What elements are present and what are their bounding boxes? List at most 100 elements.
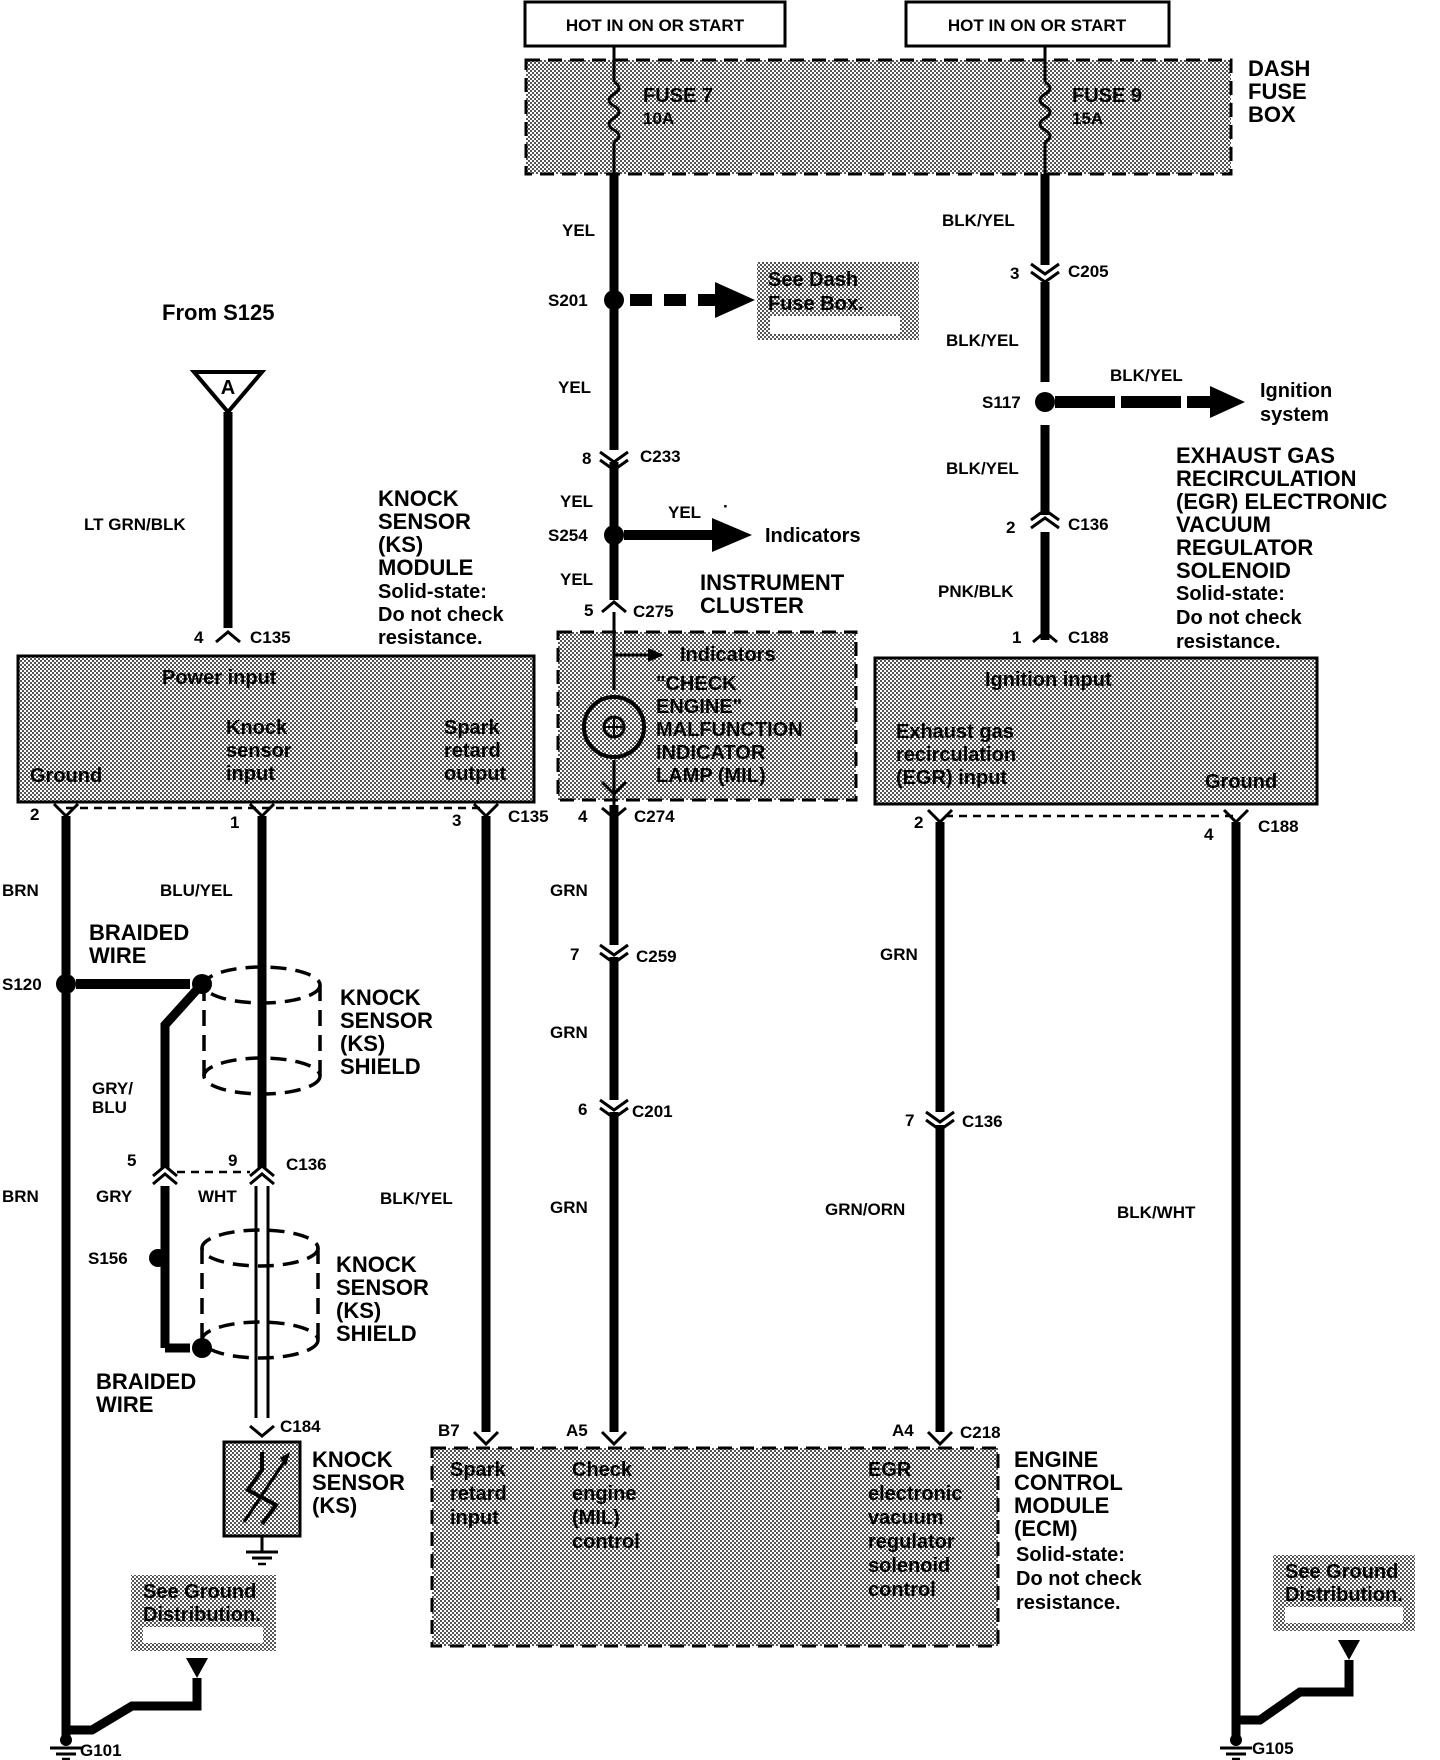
svg-text:(KS): (KS) [312, 1493, 357, 1518]
ks-module-box: Power input Knock sensor input Spark ret… [16, 654, 536, 804]
svg-text:MODULE: MODULE [1014, 1493, 1109, 1518]
svg-text:C136: C136 [962, 1112, 1003, 1131]
connector-c188: 1 C188 [1012, 628, 1109, 647]
wire-label-blk-yel: BLK/YEL [380, 1189, 453, 1208]
svg-text:BLK/YEL: BLK/YEL [1110, 366, 1183, 385]
shielded-wires-lower [160, 1186, 270, 1418]
svg-text:6: 6 [578, 1100, 587, 1119]
svg-text:C188: C188 [1068, 628, 1109, 647]
wire-label-wht: WHT [198, 1187, 237, 1206]
svg-text:regulator: regulator [868, 1531, 955, 1553]
svg-text:S117: S117 [982, 393, 1021, 412]
svg-text:5: 5 [127, 1151, 136, 1170]
svg-text:output: output [444, 763, 507, 785]
svg-text:Fuse Box.: Fuse Box. [768, 293, 864, 315]
wire-label-blk-wht: BLK/WHT [1117, 1203, 1196, 1222]
svg-text:2: 2 [1006, 518, 1015, 537]
svg-text:SENSOR: SENSOR [336, 1275, 429, 1300]
svg-text:KNOCK: KNOCK [336, 1252, 417, 1277]
connector-c136: 2 C136 [1006, 508, 1109, 537]
svg-text:15A: 15A [1072, 109, 1103, 128]
svg-text:FUSE: FUSE [1248, 79, 1307, 104]
egr-solenoid-box: Ignition input Exhaust gas recirculation… [873, 656, 1319, 806]
see-dash-fuse-box-note[interactable]: See Dash Fuse Box. [757, 262, 919, 340]
svg-text:BLU: BLU [92, 1098, 127, 1117]
ground-g101: G101 [50, 1658, 208, 1760]
svg-text:Ignition: Ignition [1260, 380, 1332, 402]
connector-c275: 5 C275 [584, 600, 674, 621]
svg-text:Indicators: Indicators [680, 644, 776, 666]
svg-text:recirculation: recirculation [896, 744, 1016, 766]
svg-text:retard: retard [444, 740, 501, 762]
mil-box: Indicators "CHECK ENGINE" MALFUNCTION IN… [556, 612, 858, 805]
svg-text:SOLENOID: SOLENOID [1176, 558, 1291, 583]
svg-text:Check: Check [572, 1459, 633, 1481]
svg-text:SHIELD: SHIELD [340, 1054, 421, 1079]
svg-text:ENGINE: ENGINE [1014, 1447, 1098, 1472]
connector-c205: 3 C205 [1010, 262, 1109, 284]
svg-text:WIRE: WIRE [96, 1392, 153, 1417]
wire-label-yel: YEL [560, 492, 593, 511]
svg-text:A5: A5 [566, 1421, 588, 1440]
svg-text:Distribution.: Distribution. [143, 1604, 261, 1626]
knock-sensor-label: KNOCK SENSOR (KS) [312, 1447, 405, 1518]
svg-text:S120: S120 [2, 975, 42, 994]
see-ground-left-note[interactable]: See Ground Distribution. [131, 1575, 276, 1651]
dash-fuse-box-label: DASH FUSE BOX [1248, 56, 1310, 127]
egr-title: EXHAUST GAS RECIRCULATION (EGR) ELECTRON… [1176, 443, 1388, 653]
svg-text:(KS): (KS) [340, 1031, 385, 1056]
wire-label-grn-orn: GRN/ORN [825, 1200, 905, 1219]
svg-text:(KS): (KS) [378, 532, 423, 557]
ecm-box: Spark retard input Check engine (MIL) co… [430, 1446, 1000, 1648]
ks-shield-upper: KNOCK SENSOR (KS) SHIELD [202, 965, 433, 1096]
svg-text:vacuum: vacuum [868, 1507, 944, 1529]
svg-text:sensor: sensor [226, 740, 292, 762]
connector-c201: 6 C201 [578, 1098, 673, 1121]
wire-label-gry: GRY [96, 1187, 133, 1206]
wire-label-brn: BRN [2, 1187, 39, 1206]
svg-text:"CHECK: "CHECK [656, 673, 737, 695]
svg-text:G101: G101 [80, 1741, 122, 1760]
svg-text:INDICATOR: INDICATOR [656, 742, 766, 764]
svg-text:solenoid: solenoid [868, 1555, 950, 1577]
svg-text:EXHAUST GAS: EXHAUST GAS [1176, 443, 1335, 468]
connector-label: C135 [508, 807, 549, 826]
svg-text:GRY/: GRY/ [92, 1079, 133, 1098]
svg-text:C205: C205 [1068, 262, 1109, 281]
svg-text:7: 7 [570, 945, 579, 964]
svg-text:system: system [1260, 404, 1329, 426]
svg-text:See Ground: See Ground [1285, 1561, 1398, 1583]
svg-text:SENSOR: SENSOR [378, 509, 471, 534]
splice-s254: S254 YEL · Indicators [548, 497, 861, 552]
svg-text:Power input: Power input [162, 667, 277, 689]
svg-text:MALFUNCTION: MALFUNCTION [656, 719, 803, 741]
svg-text:B7: B7 [438, 1421, 460, 1440]
svg-text:C201: C201 [632, 1102, 673, 1121]
wire-label-grn: GRN [880, 945, 918, 964]
connector-c136-left: 5 9 C136 [127, 1151, 327, 1186]
egr-output-wires [926, 808, 1250, 1690]
wire-label-grn: GRN [550, 1023, 588, 1042]
svg-text:resistance.: resistance. [1016, 1592, 1121, 1614]
pin-label: 2 [914, 813, 923, 832]
svg-text:See Ground: See Ground [143, 1581, 256, 1603]
svg-text:A: A [221, 377, 235, 399]
svg-text:EGR: EGR [868, 1459, 912, 1481]
svg-text:Do not check: Do not check [1176, 607, 1302, 629]
svg-text:BRAIDED: BRAIDED [89, 920, 189, 945]
svg-text:(KS): (KS) [336, 1298, 381, 1323]
svg-text:CLUSTER: CLUSTER [700, 593, 804, 618]
svg-text:9: 9 [228, 1151, 237, 1170]
braided-wire-lower-label: BRAIDED WIRE [96, 1369, 196, 1417]
wire-label-yel: YEL [562, 221, 595, 240]
pin-label: 3 [452, 811, 461, 830]
svg-text:(ECM): (ECM) [1014, 1516, 1078, 1541]
svg-text:Do not check: Do not check [1016, 1568, 1142, 1590]
connector-c259: 7 C259 [570, 943, 677, 966]
fuse-9-icon [1038, 46, 1052, 174]
svg-text:See Dash: See Dash [768, 269, 858, 291]
pin-label: 2 [30, 805, 39, 824]
pin-label: 1 [230, 813, 239, 832]
see-ground-right-note[interactable]: See Ground Distribution. [1273, 1555, 1415, 1631]
